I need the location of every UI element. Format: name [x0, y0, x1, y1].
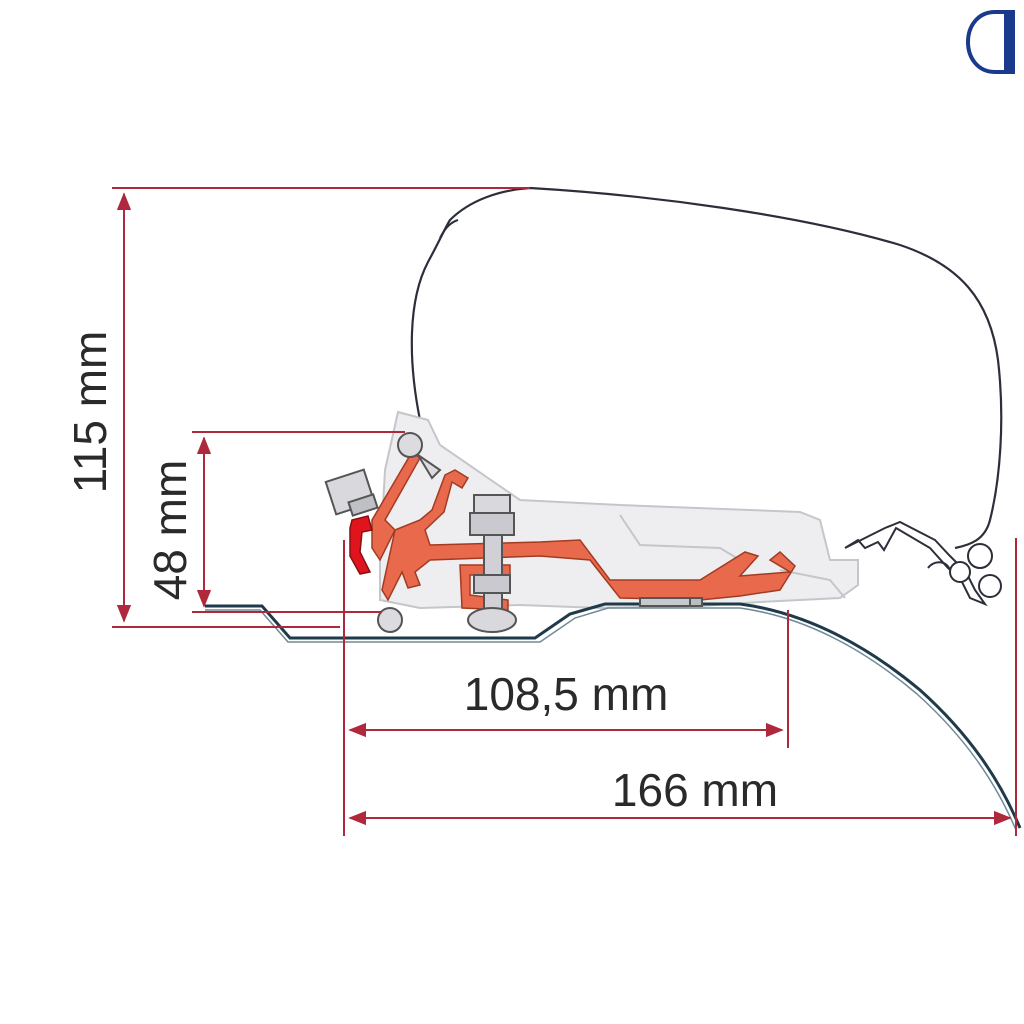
clamp-highlight: [349, 515, 373, 575]
dimension-label-166: 166 mm: [612, 764, 778, 816]
awning-profile-end: [844, 520, 1002, 607]
bolt-hardware: [324, 432, 703, 633]
awning-housing: [410, 186, 1003, 550]
dimension-label-108-5: 108,5 mm: [464, 668, 669, 720]
dimension-lines: [112, 187, 1017, 836]
brand-logo-icon: [965, 10, 1015, 74]
dimension-label-48: 48 mm: [144, 460, 196, 601]
vehicle-roof-profile: [205, 602, 1022, 829]
dimension-label-115: 115 mm: [64, 331, 116, 494]
